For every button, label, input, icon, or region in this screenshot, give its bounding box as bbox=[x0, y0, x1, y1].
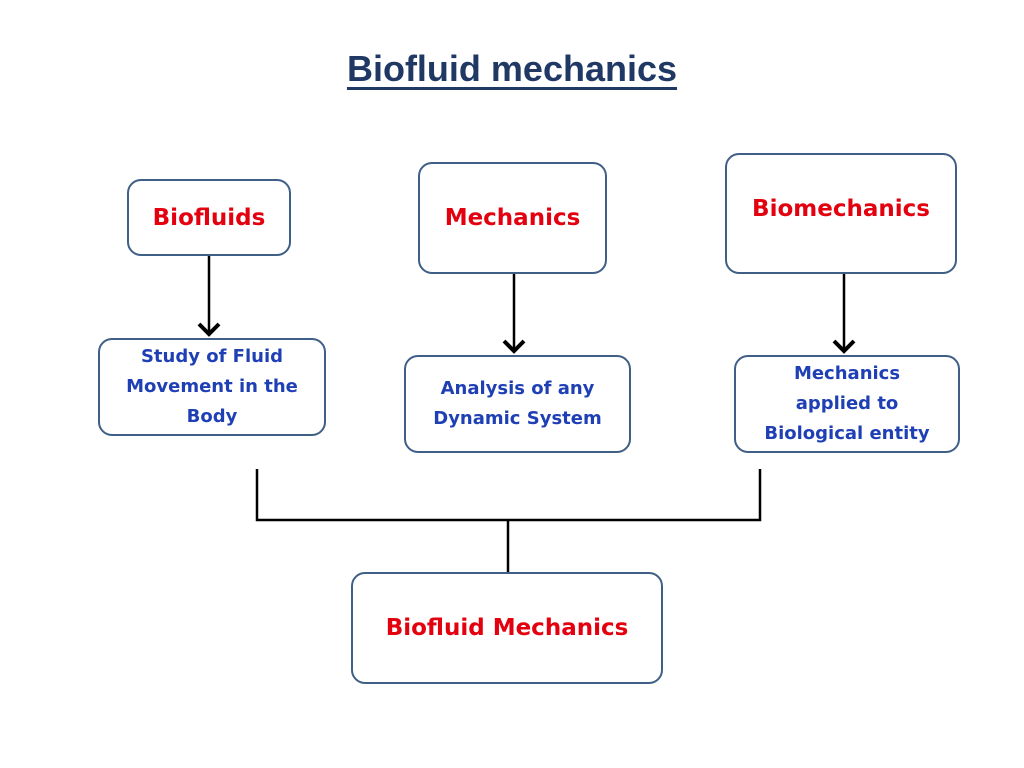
node-mechanics: Mechanics bbox=[418, 162, 607, 274]
node-biofluid-mechanics: Biofluid Mechanics bbox=[351, 572, 663, 684]
node-fluid-movement: Study of Fluid Movement in the Body bbox=[98, 338, 326, 436]
node-label: Biofluids bbox=[152, 204, 266, 231]
node-label: Mechanics bbox=[444, 205, 581, 231]
node-label: Biofluid Mechanics bbox=[385, 615, 629, 641]
join-bracket bbox=[255, 469, 762, 522]
node-dynamic-system: Analysis of any Dynamic System bbox=[404, 355, 631, 453]
node-biological-entity: Mechanics applied to Biological entity bbox=[734, 355, 960, 453]
node-label: Study of Fluid Movement in the Body bbox=[126, 346, 298, 427]
node-biomechanics: Biomechanics bbox=[725, 153, 957, 274]
node-label: Analysis of any Dynamic System bbox=[433, 378, 602, 429]
diagram-title: Biofluid mechanics bbox=[346, 48, 678, 89]
node-label: Mechanics applied to Biological entity bbox=[764, 363, 930, 444]
node-biofluids: Biofluids bbox=[127, 179, 291, 256]
node-label: Biomechanics bbox=[752, 195, 930, 222]
